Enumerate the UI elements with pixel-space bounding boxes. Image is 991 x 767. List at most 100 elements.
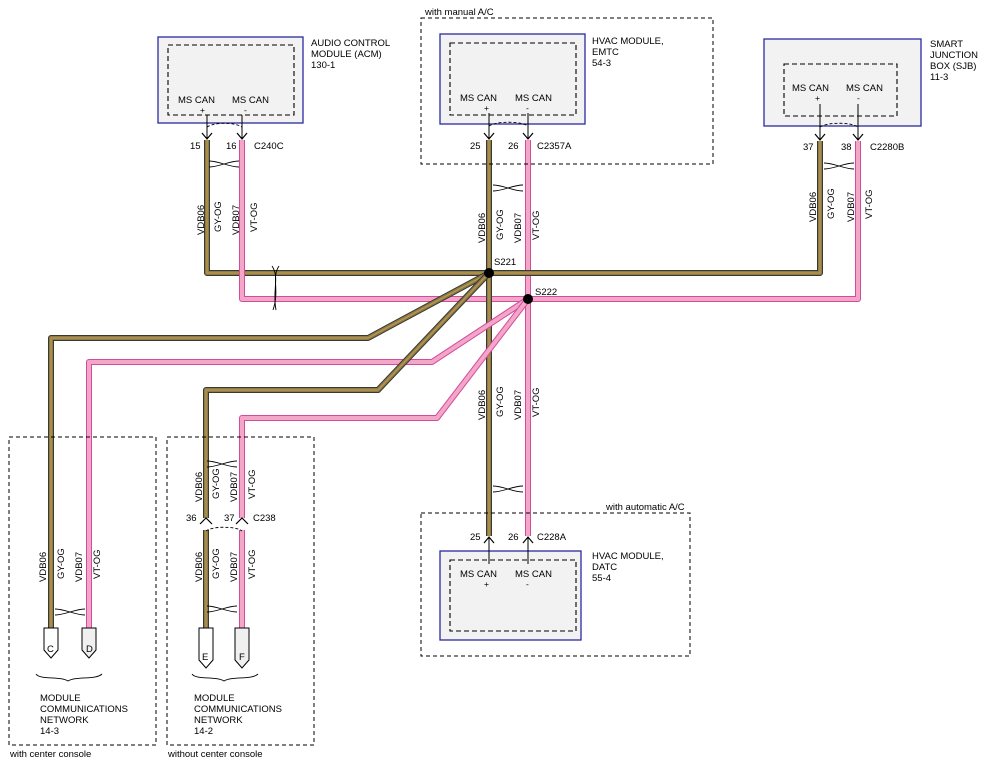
wire-vdb07-net-right [240, 297, 530, 518]
splice-s222[interactable]: S222 [523, 287, 557, 304]
twisted-pair-icon [271, 265, 280, 311]
acm-pin-minus-label: MS CAN [232, 95, 269, 106]
net-left-title-2: COMMUNICATIONS [40, 704, 128, 715]
wire-label-gy-og: GY-OG [211, 468, 222, 499]
wire-vdb07-net-left [87, 297, 530, 628]
sjb-title-2: JUNCTION [930, 50, 978, 61]
twisted-pair-icon [208, 160, 240, 168]
hvac-datc-title-1: HVAC MODULE, [592, 551, 664, 562]
twisted-pair-icon [823, 162, 855, 170]
hvac-datc-pin-25: 25 [470, 532, 481, 543]
wire-vdb06-net-left [48, 270, 491, 628]
wire-label-vdb07: VDB07 [513, 390, 524, 420]
wire-label-gy-og: GY-OG [56, 548, 67, 579]
hvac-emtc-pin-minus-sign: - [526, 103, 529, 113]
twisted-pair-icon [492, 184, 524, 192]
pin-arrow-icon [852, 133, 864, 141]
sjb-connector: C2280B [870, 142, 904, 153]
net-left-ref: 14-3 [40, 726, 59, 737]
splice-s222-label: S222 [535, 287, 557, 298]
acm-pin-15: 15 [190, 141, 201, 152]
sjb-pin-plus-sign: + [815, 93, 820, 103]
acm-title-1: AUDIO CONTROL [311, 38, 390, 49]
hvac-emtc-pin-26: 26 [508, 141, 519, 152]
acm-module[interactable]: AUDIO CONTROL MODULE (ACM) 130-1 MS CAN … [157, 36, 390, 152]
hvac-emtc-pin-minus-label: MS CAN [515, 93, 552, 104]
network-with-center-console[interactable]: C D MODULE COMMUNICATIONS NETWORK 14-3 w… [8, 436, 157, 760]
acm-pin-16: 16 [226, 141, 237, 152]
wire-label-gy-og: GY-OG [495, 386, 506, 417]
net-left-title-3: NETWORK [40, 715, 89, 726]
wire-label-vt-og: VT-OG [864, 189, 875, 219]
wire-label-vdb07: VDB07 [846, 192, 857, 222]
wire-label-vdb06: VDB06 [477, 390, 488, 420]
connector-e-shape [198, 627, 214, 669]
pin-arrow-icon [235, 517, 249, 525]
pin-arrow-icon [483, 132, 495, 140]
hvac-datc-module[interactable]: with automatic A/C HVAC MODULE, DATC 55-… [420, 502, 691, 657]
splice-s221[interactable]: S221 [484, 257, 516, 278]
connector-f-shape [234, 627, 250, 669]
connector-f-label: F [239, 652, 245, 663]
sjb-module[interactable]: SMART JUNCTION BOX (SJB) 11-3 MS CAN + M… [763, 38, 978, 153]
c238-name: C238 [253, 513, 276, 524]
wire-harness [48, 140, 861, 628]
acm-pin-plus-label: MS CAN [178, 95, 215, 106]
hvac-emtc-ref: 54-3 [592, 58, 611, 69]
wire-label-vt-og: VT-OG [249, 202, 260, 232]
twisted-pair-icon [54, 608, 86, 616]
wire-label-vt-og: VT-OG [247, 549, 258, 579]
hvac-emtc-pin-plus-sign: + [484, 103, 489, 113]
net-right-title-1: MODULE [194, 693, 235, 704]
hvac-emtc-connector: C2357A [537, 141, 572, 152]
hvac-datc-ref: 55-4 [592, 573, 611, 584]
acm-title-2: MODULE (ACM) [311, 49, 382, 60]
pin-arrow-icon [199, 517, 213, 525]
net-right-ref: 14-2 [194, 726, 213, 737]
wire-label-vdb06: VDB06 [194, 552, 205, 582]
hvac-emtc-pin-plus-label: MS CAN [460, 93, 497, 104]
pin-arrow-icon [483, 536, 495, 544]
hvac-datc-pin-plus-label: MS CAN [460, 569, 497, 580]
pin-arrow-icon [522, 536, 534, 544]
wire-vdb06-net-left [50, 272, 490, 628]
net-right-title-2: COMMUNICATIONS [194, 704, 282, 715]
hvac-datc-title-2: DATC [592, 562, 617, 573]
brace-icon [191, 673, 259, 682]
wire-label-vdb06: VDB06 [38, 552, 49, 582]
wire-vdb06-net-right [205, 272, 490, 518]
wire-label-vdb06: VDB06 [808, 192, 819, 222]
connector-e-label: E [202, 652, 208, 663]
wire-label-vt-og: VT-OG [247, 469, 258, 499]
twisted-pair-icon [206, 605, 238, 613]
acm-connector: C240C [254, 141, 284, 152]
wire-label-gy-og: GY-OG [213, 201, 224, 232]
sjb-pin-38: 38 [841, 142, 852, 153]
wire-label-vdb07: VDB07 [229, 472, 240, 502]
sjb-title-1: SMART [930, 39, 963, 50]
net-right-condition: without center console [167, 749, 263, 760]
wire-vdb06-sjb [489, 141, 823, 276]
c238-pin-36: 36 [186, 513, 197, 524]
pin-arrow-icon [522, 132, 534, 140]
wire-label-gy-og: GY-OG [211, 548, 222, 579]
hvac-emtc-condition: with manual A/C [424, 7, 494, 18]
connector-c-label: C [47, 644, 54, 655]
acm-ref: 130-1 [311, 60, 335, 71]
connector-c238[interactable]: 36 37 C238 [186, 513, 276, 532]
hvac-datc-pin-plus-sign: + [484, 579, 489, 589]
connector-c-shape [43, 627, 59, 659]
net-left-title-1: MODULE [40, 693, 81, 704]
hvac-emtc-module[interactable]: with manual A/C HVAC MODULE, EMTC 54-3 M… [420, 7, 714, 165]
acm-pin-minus-sign: - [244, 105, 247, 115]
wire-label-vdb06: VDB06 [194, 472, 205, 502]
wire-label-gy-og: GY-OG [495, 209, 506, 240]
sjb-pin-minus-sign: - [857, 93, 860, 103]
twisted-pair-icon [206, 460, 238, 468]
wire-label-vdb07: VDB07 [231, 205, 242, 235]
net-right-title-3: NETWORK [194, 715, 243, 726]
network-without-center-console[interactable]: E F MODULE COMMUNICATIONS NETWORK 14-2 w… [166, 436, 315, 760]
wire-labels: VDB06 GY-OG VDB07 VT-OG VDB06 GY-OG VDB0… [38, 188, 875, 582]
